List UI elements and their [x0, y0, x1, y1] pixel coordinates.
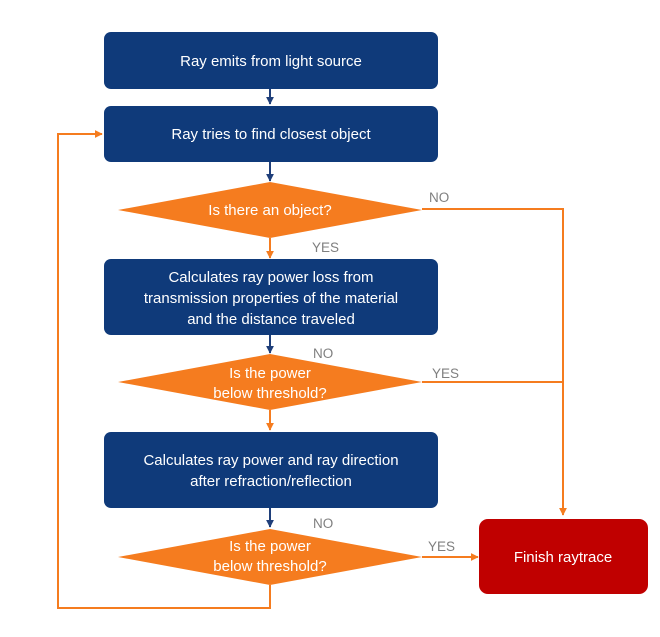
- edge-label-threshold-1-no: NO: [313, 346, 333, 361]
- decision-object-line-1: Is there an object?: [208, 202, 331, 219]
- process-emit-line-1: Ray emits from light source: [180, 53, 362, 70]
- decision-threshold-2-line-2: below threshold?: [213, 558, 326, 575]
- decision-threshold-2-line-1: Is the power: [229, 538, 311, 555]
- process-power-loss-line-3: and the distance traveled: [187, 311, 355, 328]
- terminal-finish-line-1: Finish raytrace: [514, 549, 612, 566]
- edge-label-object-no: NO: [429, 190, 449, 205]
- process-power-loss-line-2: transmission properties of the material: [144, 290, 398, 307]
- process-box-power-loss: Calculates ray power loss from transmiss…: [104, 259, 438, 335]
- process-box-find-object: Ray tries to find closest object: [104, 106, 438, 162]
- arrow-object-no-to-finish: [422, 209, 563, 515]
- process-refraction-line-2: after refraction/reflection: [190, 473, 352, 490]
- edge-label-threshold-2-no: NO: [313, 516, 333, 531]
- process-power-loss-line-1: Calculates ray power loss from: [168, 269, 373, 286]
- decision-object-question: Is there an object?: [118, 182, 422, 238]
- process-box-refraction: Calculates ray power and ray direction a…: [104, 432, 438, 508]
- edge-label-object-yes: YES: [312, 240, 339, 255]
- terminal-finish-raytrace: Finish raytrace: [479, 519, 648, 594]
- process-refraction-line-1: Calculates ray power and ray direction: [143, 452, 398, 469]
- decision-threshold-1-line-2: below threshold?: [213, 385, 326, 402]
- edge-label-threshold-2-yes: YES: [428, 539, 455, 554]
- process-box-emit: Ray emits from light source: [104, 32, 438, 89]
- process-find-line-1: Ray tries to find closest object: [171, 126, 371, 143]
- decision-threshold-question-2: Is the power below threshold?: [118, 529, 422, 585]
- decision-threshold-question-1: Is the power below threshold?: [118, 354, 422, 410]
- edge-label-threshold-1-yes: YES: [432, 366, 459, 381]
- decision-threshold-1-line-1: Is the power: [229, 365, 311, 382]
